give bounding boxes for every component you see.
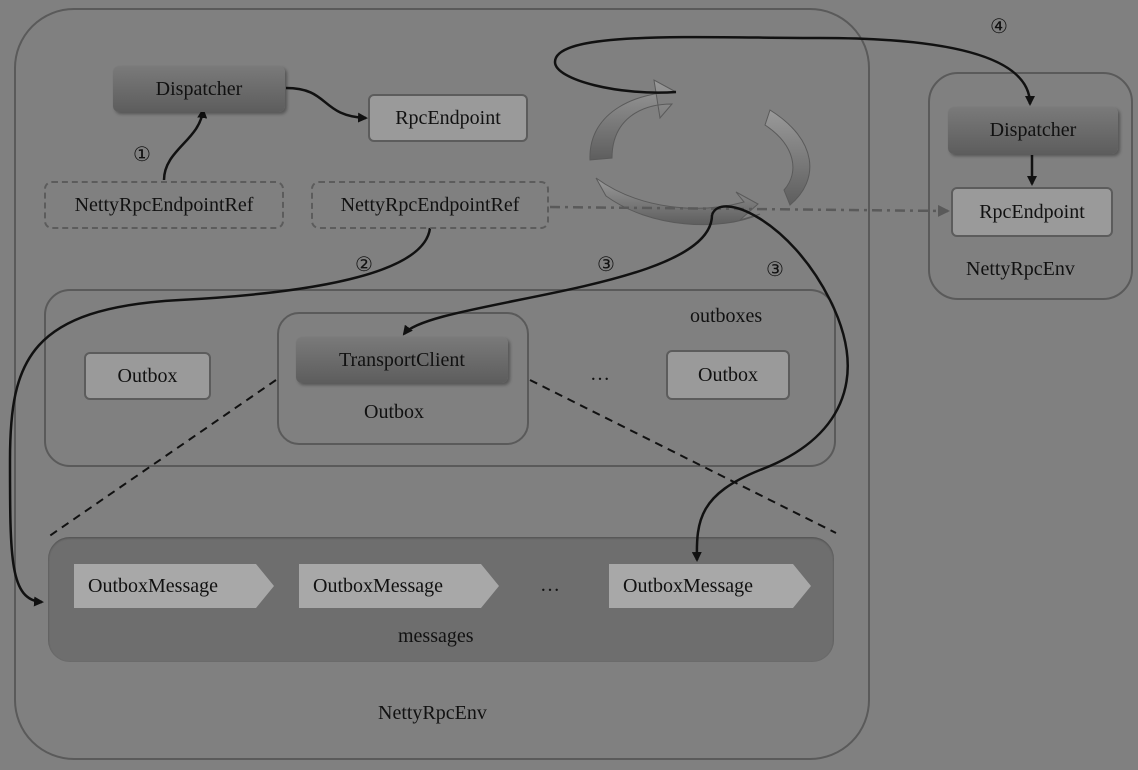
rpc-endpoint-right: RpcEndpoint [951,187,1113,237]
outboxes-label: outboxes [690,305,763,327]
outbox-main-label: Outbox [364,401,424,423]
outboxes-ellipsis: … [590,363,610,385]
step-3b-marker: ③ [766,259,784,281]
outbox-message-1: OutboxMessage [74,564,274,608]
outbox-message-2: OutboxMessage [299,564,499,608]
dispatcher-right: Dispatcher [948,107,1118,154]
outbox-1: Outbox [84,352,211,400]
env-left-title: NettyRpcEnv [378,702,487,724]
messages-label: messages [398,625,474,647]
outbox-last: Outbox [666,350,790,400]
step-3a-marker: ③ [597,254,615,276]
netty-rpc-endpoint-ref-2: NettyRpcEndpointRef [311,181,549,229]
outbox-message-3: OutboxMessage [609,564,811,608]
rpc-endpoint-left: RpcEndpoint [368,94,528,142]
step-1-marker: ① [133,144,151,166]
messages-ellipsis: … [540,574,560,596]
env-right-title: NettyRpcEnv [966,258,1075,280]
netty-rpc-endpoint-ref-1: NettyRpcEndpointRef [44,181,284,229]
transport-client: TransportClient [296,337,508,383]
step-4-marker: ④ [990,16,1008,38]
step-2-marker: ② [355,254,373,276]
dispatcher-left: Dispatcher [113,66,285,112]
